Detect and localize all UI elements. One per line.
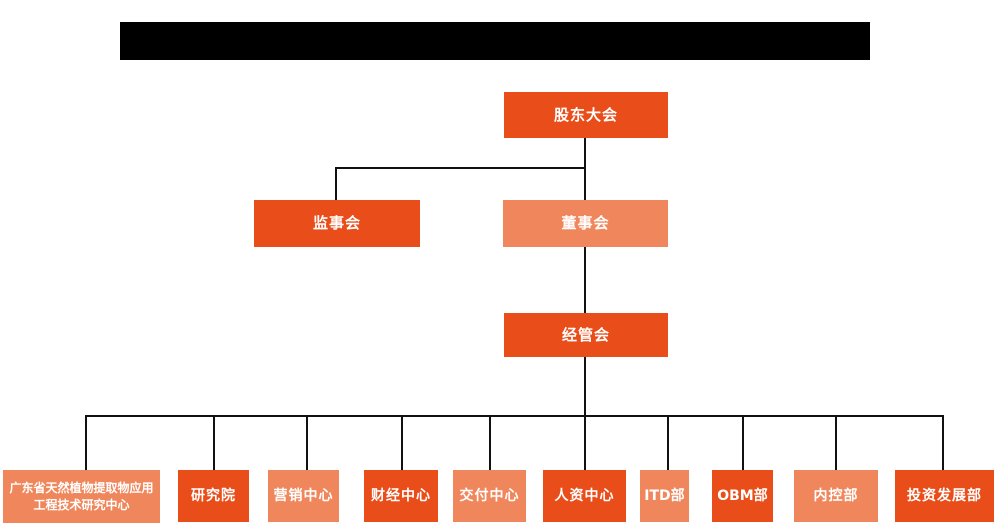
connector-shareholders-down [584, 138, 586, 168]
connector-to-dept-7 [742, 415, 744, 470]
connector-to-dept-3 [401, 415, 403, 470]
connector-to-dept-4 [489, 415, 491, 470]
org-node-hr-center: 人资中心 [543, 470, 626, 522]
org-node-internal-control-department: 内控部 [794, 470, 878, 522]
connector-to-dept-8 [835, 415, 837, 470]
org-node-shareholders-meeting: 股东大会 [504, 92, 668, 138]
connector-to-dept-0 [85, 415, 87, 470]
org-node-board-of-directors: 董事会 [503, 200, 668, 247]
connector-bottom-branch [85, 415, 944, 417]
org-node-obm-department: OBM部 [712, 470, 773, 522]
connector-to-dept-5 [584, 415, 586, 470]
connector-to-dept-6 [667, 415, 669, 470]
redacted-title-bar [120, 22, 870, 60]
connector-management-down [584, 357, 586, 416]
org-node-marketing-center: 营销中心 [268, 470, 339, 522]
org-node-itd-department: ITD部 [640, 470, 689, 522]
org-node-research-center-guangdong: 广东省天然植物提取物应用工程技术研究中心 [3, 470, 160, 523]
connector-to-dept-1 [213, 415, 215, 470]
org-node-finance-center: 财经中心 [364, 470, 438, 522]
org-node-investment-development-department: 投资发展部 [895, 470, 994, 522]
connector-board-to-management [584, 247, 586, 313]
org-node-supervisory-board: 监事会 [254, 200, 420, 247]
connector-to-dept-2 [306, 415, 308, 470]
org-node-management-committee: 经管会 [504, 313, 668, 357]
connector-to-dept-9 [942, 415, 944, 470]
connector-to-supervisory [335, 167, 337, 200]
org-node-delivery-center: 交付中心 [453, 470, 526, 522]
connector-upper-branch [335, 167, 586, 169]
org-node-research-institute: 研究院 [178, 470, 249, 522]
connector-to-board [584, 167, 586, 200]
